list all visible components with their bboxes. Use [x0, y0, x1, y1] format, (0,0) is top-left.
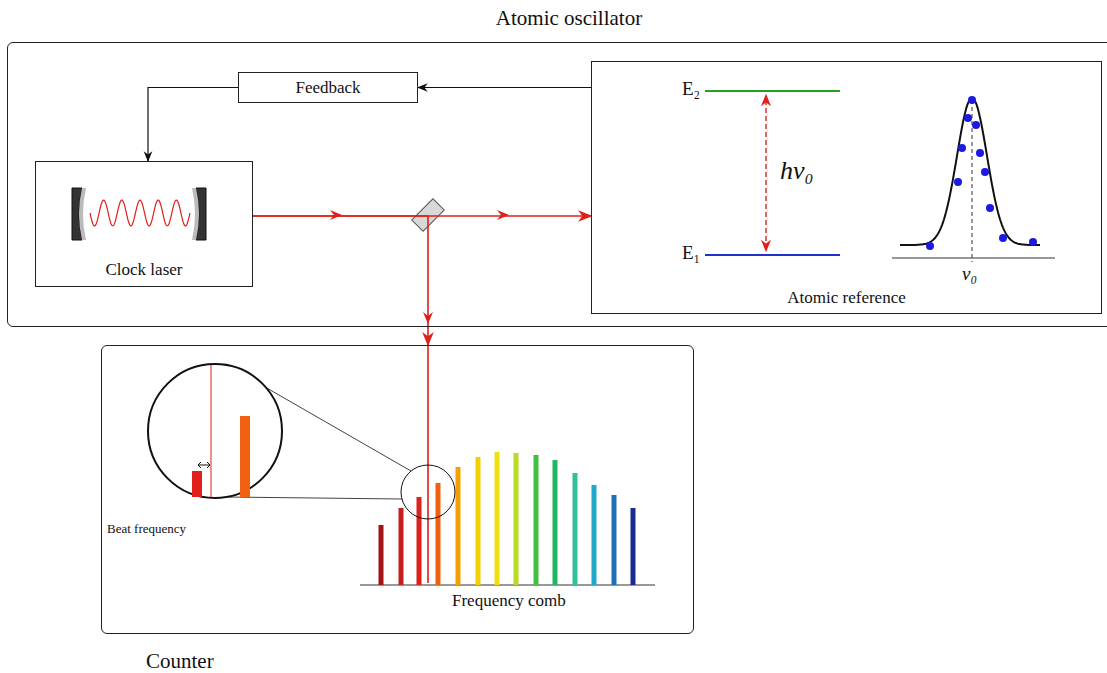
energy-level — [705, 90, 840, 92]
box-label: Feedback — [239, 78, 417, 98]
data-point — [1029, 238, 1037, 246]
zoom-circle — [148, 364, 282, 498]
laser-line — [427, 345, 429, 583]
laser-beam — [253, 216, 428, 345]
box-label: Clock laser — [36, 260, 252, 280]
comb-tooth — [240, 416, 250, 497]
laser-line — [211, 365, 212, 497]
process-box: Feedback — [238, 72, 418, 103]
zoom-circle — [401, 465, 455, 519]
data-point — [981, 168, 989, 176]
data-point — [999, 234, 1007, 242]
data-point — [976, 149, 984, 157]
comb-tooth — [612, 495, 617, 585]
comb-tooth — [592, 485, 597, 585]
data-point — [958, 144, 966, 152]
comb-tooth — [417, 497, 422, 585]
comb-tooth — [631, 508, 636, 585]
laser-wave — [90, 200, 190, 226]
beat-arrow-heads — [198, 462, 210, 468]
outer-panel: Counter — [101, 345, 694, 634]
feedback-arrow — [418, 87, 591, 88]
data-point — [968, 96, 976, 104]
transition-arrow — [765, 100, 766, 246]
comb-label: Frequency comb — [452, 592, 566, 611]
beam-arrow — [497, 210, 509, 220]
cavity-mirror-coating — [192, 188, 199, 240]
resonance-curve — [900, 98, 1040, 245]
comb-tooth — [514, 453, 519, 585]
plot-axis — [892, 258, 1055, 259]
energy-label: E₂ — [682, 79, 700, 100]
beat-arrow — [198, 465, 210, 466]
comb-lines — [379, 452, 636, 585]
outer-panel: Atomic oscillatorFeedbackClock laserAtom… — [7, 42, 1107, 327]
energy-level — [705, 254, 840, 256]
axis-label: ν₀ — [962, 264, 977, 285]
comb-tooth — [534, 455, 539, 585]
comb-tooth — [379, 525, 384, 585]
zoom-line — [226, 497, 402, 499]
data-point — [964, 114, 972, 122]
data-point — [972, 121, 980, 129]
data-point — [954, 178, 962, 186]
beam-arrow — [330, 210, 342, 220]
photon-energy: hν₀ — [780, 157, 814, 186]
comb-tooth — [456, 467, 461, 585]
comb-tooth — [495, 452, 500, 585]
energy-label: E₁ — [682, 243, 700, 264]
beat-label: Beat frequency — [107, 522, 186, 536]
box-label: Atomic reference — [592, 288, 1101, 308]
panel-heading: Counter — [146, 649, 214, 673]
comb-tooth — [553, 460, 558, 585]
feedback-arrow — [148, 88, 238, 162]
comb-axis — [360, 585, 655, 586]
process-box: Atomic reference — [591, 61, 1102, 314]
data-point — [926, 242, 934, 250]
comb-tooth — [436, 483, 441, 585]
comb-tooth — [573, 473, 578, 585]
comb-tooth — [192, 471, 202, 497]
process-box: Clock laser — [35, 161, 253, 287]
panel-heading: Atomic oscillator — [8, 6, 1107, 30]
comb-tooth — [399, 508, 404, 585]
cavity-mirror-coating — [79, 188, 86, 240]
data-points — [926, 96, 1037, 250]
data-point — [986, 204, 994, 212]
comb-tooth — [476, 457, 481, 585]
